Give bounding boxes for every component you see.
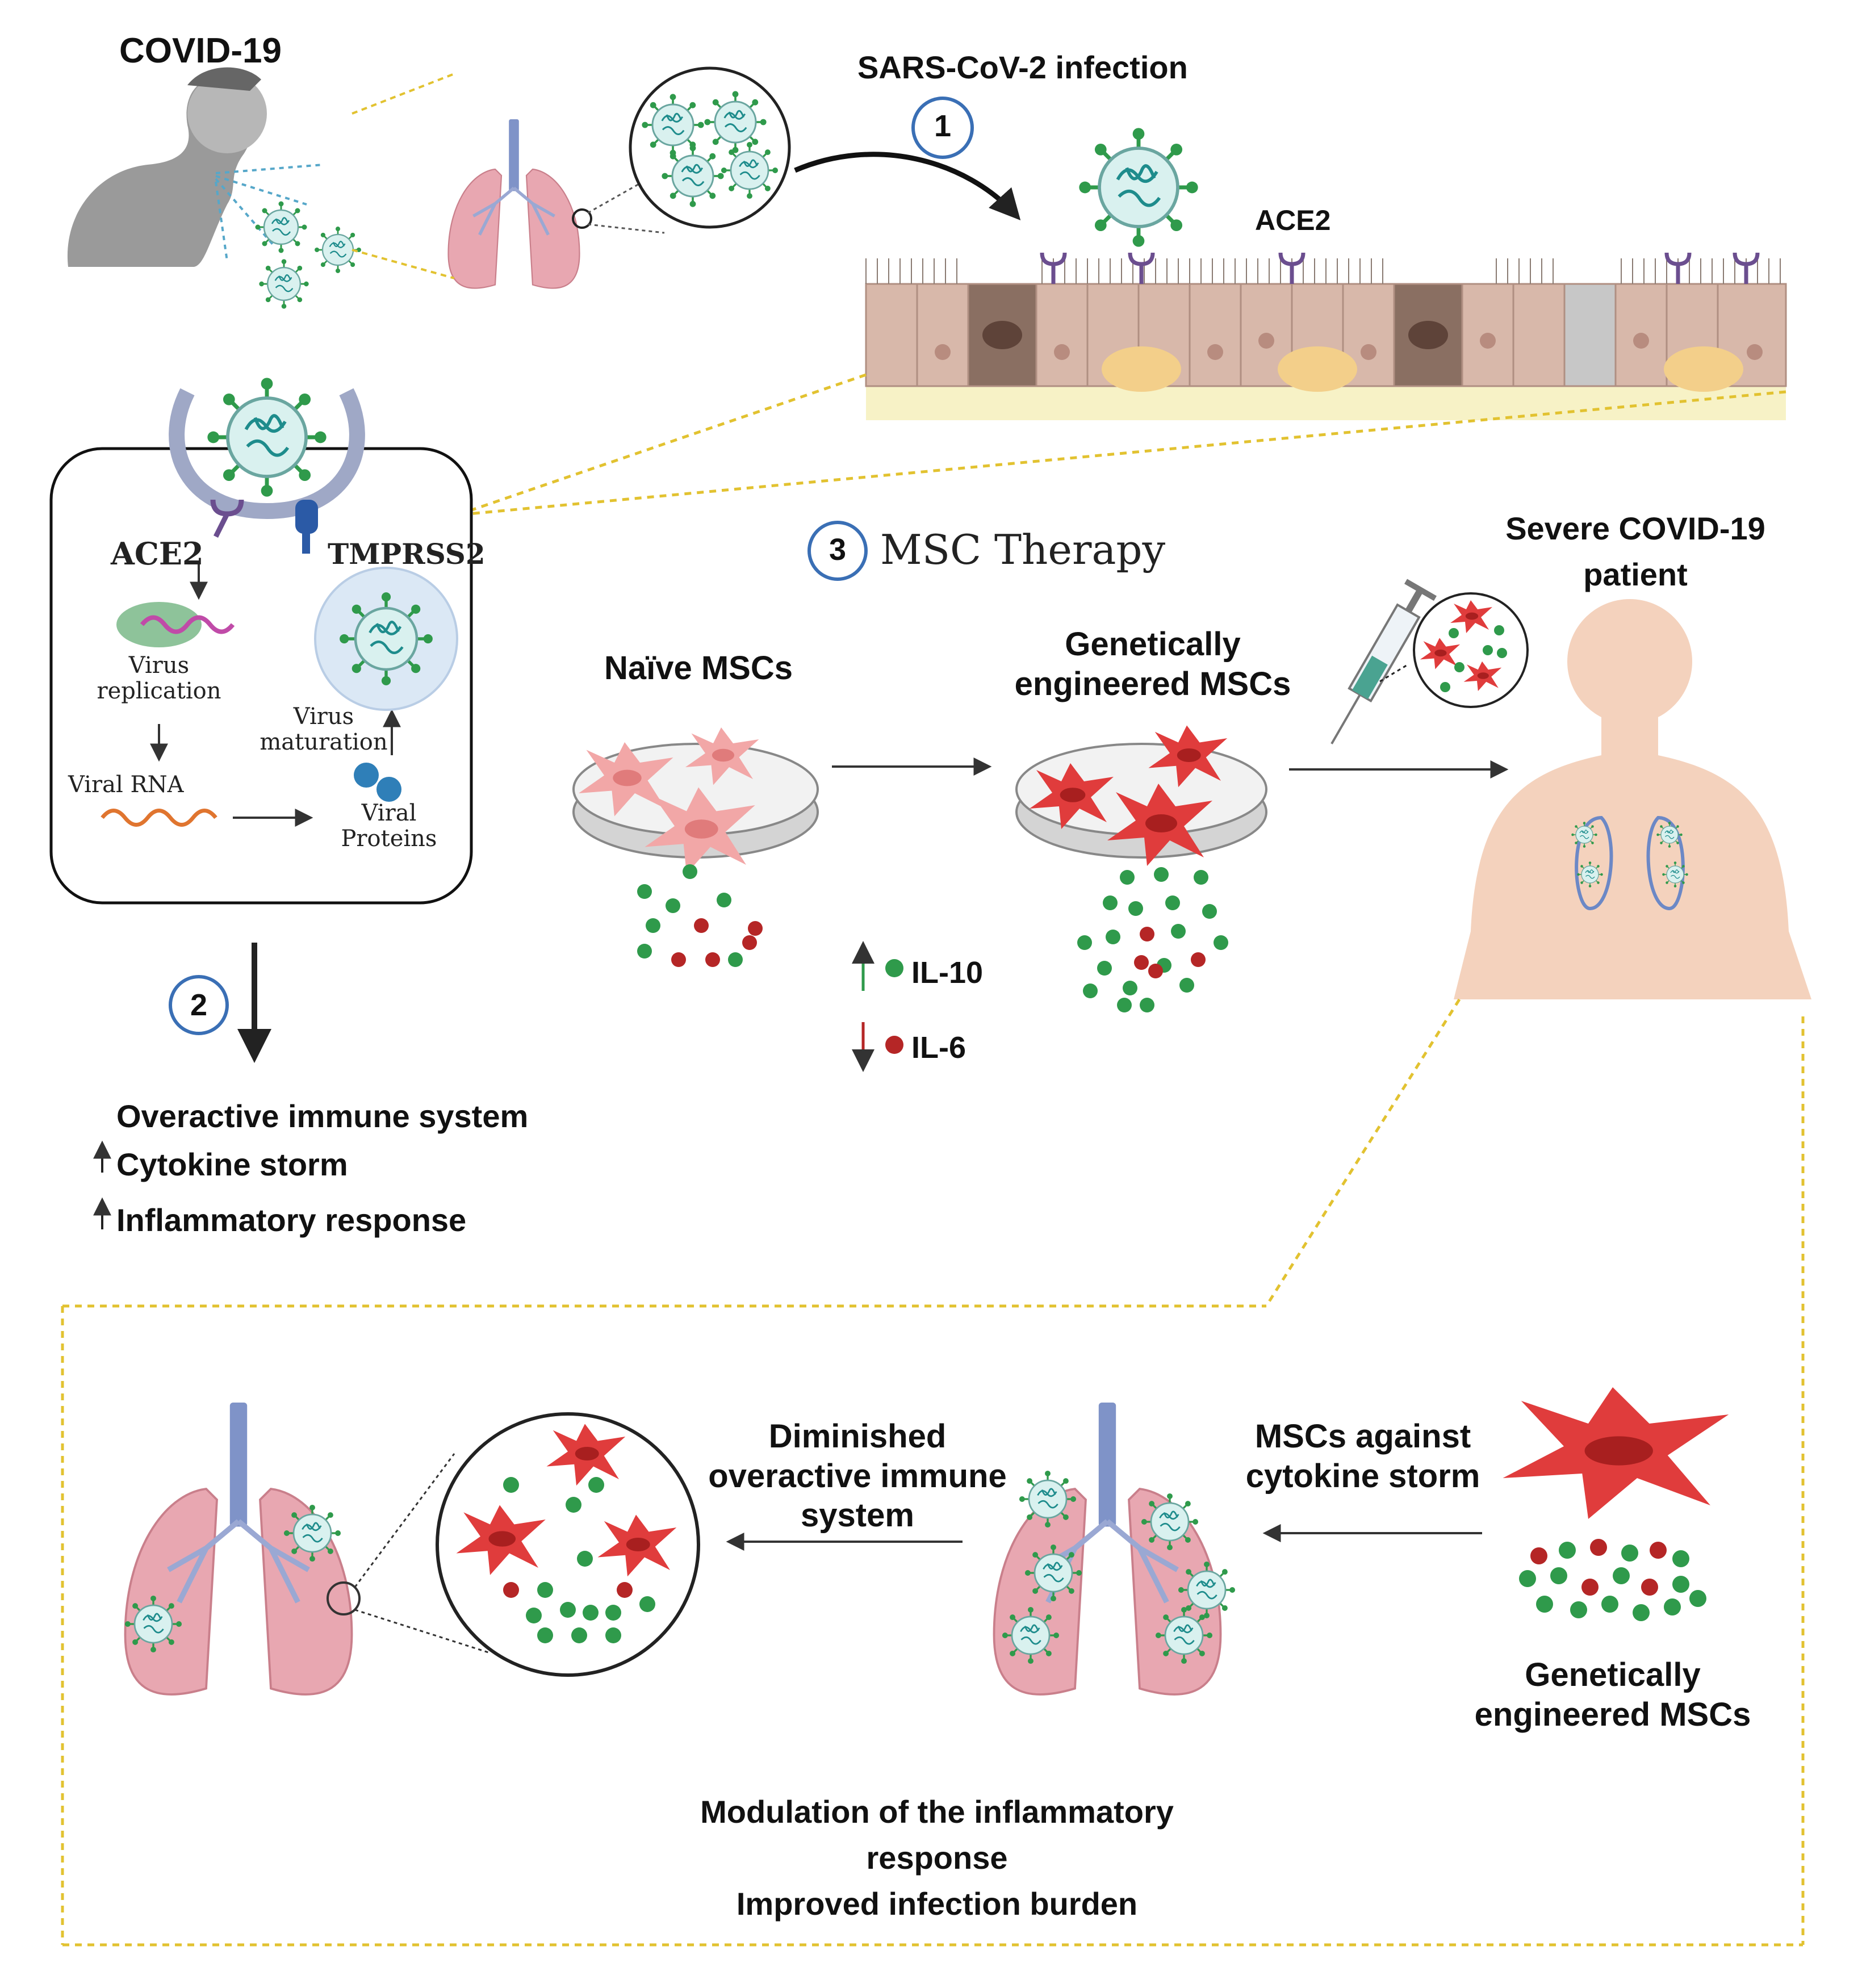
cytokine-legend xyxy=(852,941,903,1072)
airway-epithelium-icon xyxy=(865,252,1787,420)
inflammatory-response-label: Inflammatory response xyxy=(116,1202,467,1238)
naive-msc-dish-icon xyxy=(572,727,819,874)
tmprss2-icon xyxy=(295,500,318,554)
engineered-msc-cytokines xyxy=(1077,867,1228,1012)
bubble-cytokines xyxy=(1440,625,1507,692)
covid19-title: COVID-19 xyxy=(119,31,282,70)
bottom-zoom-circle xyxy=(436,1412,700,1677)
tmprss2-label: TMPRSS2 xyxy=(328,537,486,571)
bottom-panel-frame xyxy=(61,998,1805,1947)
diminished-immune-label: Diminished overactive immune system xyxy=(708,1418,1007,1534)
step1-circle xyxy=(911,97,974,159)
step2-circle xyxy=(169,975,229,1035)
ace2-epithelium-label: ACE2 xyxy=(1255,204,1331,236)
viral-rna-label: Viral RNA xyxy=(68,772,184,798)
zoom-cytokines xyxy=(503,1477,655,1643)
il10-label: IL-10 xyxy=(911,956,984,990)
ace2-cell-label: ACE2 xyxy=(111,535,204,572)
msc-against-storm-label: MSCs against cytokine storm xyxy=(1245,1418,1480,1495)
naive-mscs-label: Naïve MSCs xyxy=(604,650,793,687)
injection-bubble xyxy=(1413,592,1529,708)
lung-virus-left xyxy=(283,1504,342,1563)
naive-msc-cytokines xyxy=(637,864,763,967)
big-msc-cytokines xyxy=(1519,1539,1706,1621)
infection-arrow xyxy=(794,152,1021,221)
il6-label: IL-6 xyxy=(911,1031,966,1065)
modulation-outcome-label: Modulation of the inflammatory response … xyxy=(700,1794,1174,1922)
sars-cov-2-virus-icon xyxy=(1079,128,1198,246)
viral-proteins-icon xyxy=(354,763,401,802)
virus-replication-label: Virus replication xyxy=(97,652,221,704)
sars-infection-label: SARS-CoV-2 infection xyxy=(857,49,1188,85)
engineered-msc-big-icon xyxy=(1503,1387,1729,1519)
step1-number: 1 xyxy=(934,109,952,143)
engineered-mscs-top-label: Genetically engineered MSCs xyxy=(1014,626,1291,702)
zoom-lines-top xyxy=(352,73,455,279)
msc-therapy-title: MSC Therapy xyxy=(880,526,1166,574)
lungs-top-icon xyxy=(449,119,580,288)
step2-number: 2 xyxy=(190,988,208,1022)
cytokine-storm-label: Cytokine storm xyxy=(116,1146,348,1182)
lung-virus-left-2 xyxy=(124,1594,183,1654)
membrane-invagination xyxy=(169,388,365,520)
airborne-virus-icon xyxy=(254,200,362,310)
virus-maturation-label: Virus maturation xyxy=(260,704,388,755)
viral-rna-icon xyxy=(101,809,217,827)
viral-proteins-label: Viral Proteins xyxy=(341,800,437,852)
bottom-zoom-lines xyxy=(354,1453,489,1654)
virus-zoom-circle xyxy=(629,66,791,229)
bottom-zoom-circle-small xyxy=(327,1581,361,1615)
cough-spray-lines xyxy=(215,164,324,262)
step3-circle xyxy=(807,521,868,581)
entering-virus-icon xyxy=(207,378,326,496)
zoom-lines-cell xyxy=(468,373,1786,516)
severe-patient-icon xyxy=(1454,599,1811,999)
virus-replication-icon xyxy=(116,602,235,647)
lung-zoom-circle xyxy=(572,208,592,229)
severe-patient-label: Severe COVID-19 patient xyxy=(1505,510,1765,593)
engineered-msc-dish-icon xyxy=(1015,725,1267,866)
syringe-icon xyxy=(1330,579,1437,744)
engineered-mscs-bottom-label: Genetically engineered MSCs xyxy=(1474,1656,1751,1733)
ace2-receptor-icon xyxy=(210,499,244,538)
coughing-person-icon xyxy=(67,67,267,267)
mature-virus-icon xyxy=(340,592,433,685)
overactive-immune-label: Overactive immune system xyxy=(116,1098,529,1134)
step3-number: 3 xyxy=(829,533,847,567)
